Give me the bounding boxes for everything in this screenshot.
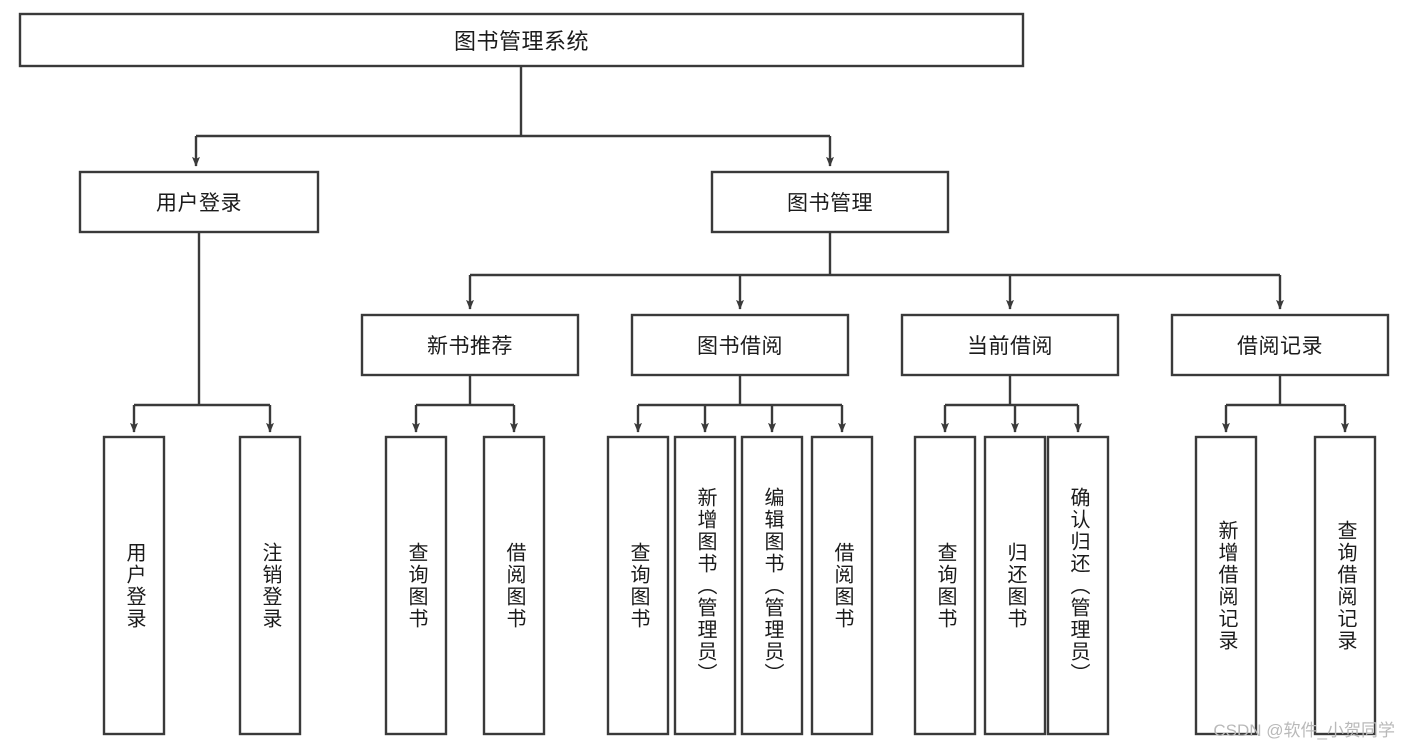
node-box-current-borrow[interactable] bbox=[900, 313, 1120, 377]
leaf-label-borrow-record-1: 新增借阅记录 bbox=[1215, 519, 1237, 652]
label-user-login: 用户登录 bbox=[156, 192, 242, 215]
leaf-box-current-borrow-3[interactable] bbox=[1046, 435, 1110, 736]
label-root: 图书管理系统 bbox=[453, 29, 589, 54]
connector-current-borrow-bus bbox=[945, 375, 1078, 407]
node-box-new-book-recommend[interactable] bbox=[360, 313, 580, 377]
leaf-box-borrow-record-2[interactable] bbox=[1313, 435, 1377, 736]
leaf-label-borrow-record-2: 查询借阅记录 bbox=[1334, 519, 1356, 652]
label-book-borrow: 图书借阅 bbox=[697, 335, 783, 358]
leaf-label-user-login-2: 注销登录 bbox=[259, 541, 281, 630]
leaf-label-new-book-2: 借阅图书 bbox=[503, 541, 525, 630]
leaf-label-book-borrow-4: 借阅图书 bbox=[831, 541, 853, 630]
leaf-label-book-borrow-1: 查询图书 bbox=[627, 541, 649, 630]
connector-book-manage-bus bbox=[470, 232, 1280, 277]
leaf-label-current-borrow-3: 确认归还（管理员） bbox=[1067, 486, 1089, 685]
leaf-box-user-login-1[interactable] bbox=[102, 435, 166, 736]
connector-borrow-record-bus bbox=[1226, 375, 1345, 407]
label-book-manage: 图书管理 bbox=[787, 192, 873, 215]
label-new-book-recommend: 新书推荐 bbox=[427, 335, 513, 358]
leaf-box-new-book-1[interactable] bbox=[384, 435, 448, 736]
label-current-borrow: 当前借阅 bbox=[967, 335, 1053, 358]
leaf-label-current-borrow-1: 查询图书 bbox=[934, 541, 956, 630]
leaf-box-book-borrow-3[interactable] bbox=[740, 435, 804, 736]
leaf-box-current-borrow-1[interactable] bbox=[913, 435, 977, 736]
leaf-label-book-borrow-3: 编辑图书（管理员） bbox=[761, 486, 783, 685]
watermark-text: CSDN @软件_小贺同学 bbox=[1213, 721, 1395, 740]
leaf-label-book-borrow-2: 新增图书（管理员） bbox=[694, 486, 716, 685]
leaf-box-book-borrow-2[interactable] bbox=[673, 435, 737, 736]
leaf-box-user-login-2[interactable] bbox=[238, 435, 302, 736]
node-box-book-borrow[interactable] bbox=[630, 313, 850, 377]
connector-root-bus bbox=[196, 66, 830, 138]
leaf-box-new-book-2[interactable] bbox=[482, 435, 546, 736]
leaf-label-user-login-1: 用户登录 bbox=[123, 541, 145, 630]
leaf-box-current-borrow-2[interactable] bbox=[983, 435, 1047, 736]
leaf-box-book-borrow-4[interactable] bbox=[810, 435, 874, 736]
connector-user-login-bus bbox=[134, 232, 270, 407]
connector-new-book-bus bbox=[416, 375, 514, 407]
leaf-label-current-borrow-2: 归还图书 bbox=[1004, 541, 1026, 630]
node-box-book-manage[interactable] bbox=[710, 170, 950, 234]
leaf-box-book-borrow-1[interactable] bbox=[606, 435, 670, 736]
leaf-box-borrow-record-1[interactable] bbox=[1194, 435, 1258, 736]
leaf-label-new-book-1: 查询图书 bbox=[405, 541, 427, 630]
node-box-borrow-record[interactable] bbox=[1170, 313, 1390, 377]
connector-book-borrow-bus bbox=[638, 375, 842, 407]
label-borrow-record: 借阅记录 bbox=[1237, 335, 1323, 358]
node-box-root[interactable] bbox=[18, 12, 1025, 68]
